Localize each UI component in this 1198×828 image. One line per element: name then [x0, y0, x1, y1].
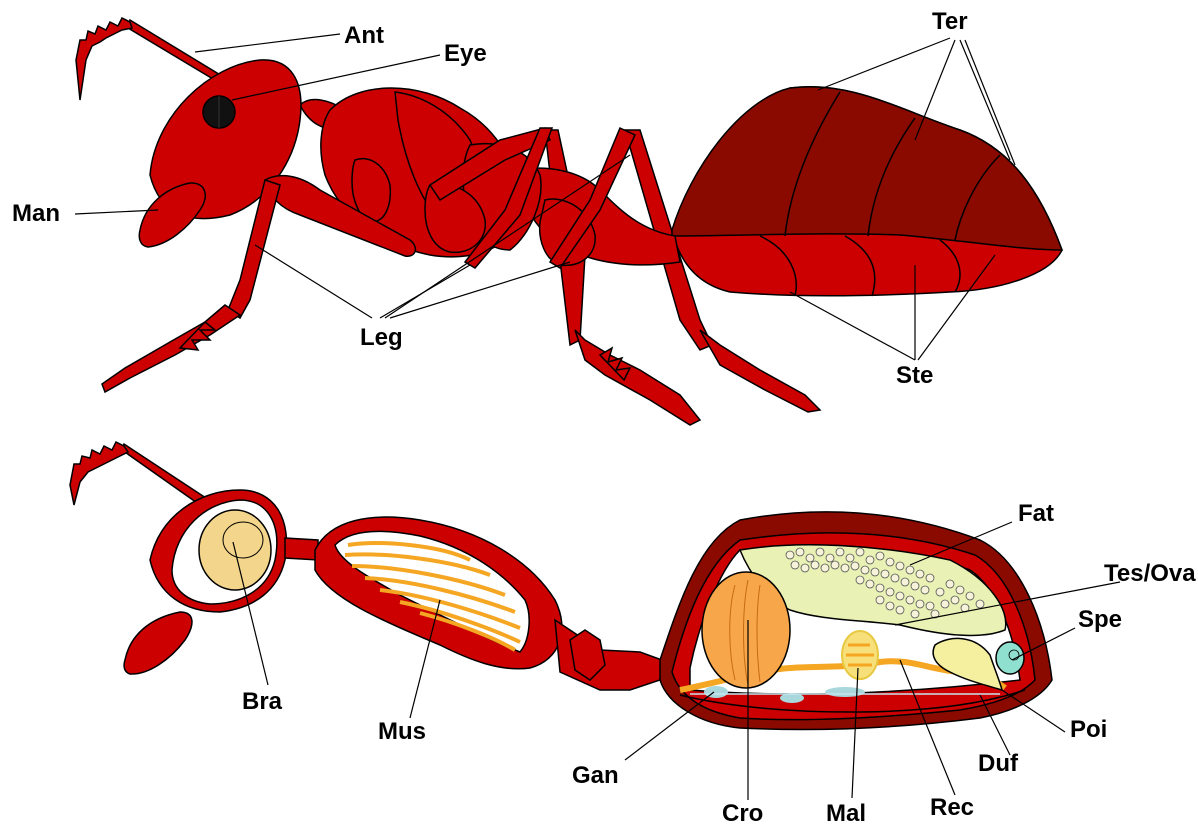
- label-sternite: Ste: [896, 364, 933, 388]
- malpighian-tubules: [842, 631, 878, 679]
- head-internal: [124, 490, 286, 674]
- head-top: [139, 60, 301, 247]
- petiole: [555, 620, 662, 690]
- gaster-internal: [660, 512, 1052, 730]
- label-spermatheca: Spe: [1078, 608, 1122, 632]
- mesosoma-internal: [315, 517, 562, 669]
- label-muscle: Mus: [378, 720, 426, 744]
- label-malpighian: Mal: [826, 802, 866, 826]
- label-fat: Fat: [1018, 502, 1054, 526]
- internal-ant: [70, 442, 1052, 730]
- label-ganglion: Gan: [572, 764, 619, 788]
- label-poison-gland: Poi: [1070, 718, 1107, 742]
- label-rectum: Rec: [930, 796, 974, 820]
- label-testes-ovaries: Tes/Ova: [1104, 562, 1196, 586]
- label-mandible: Man: [12, 202, 60, 226]
- label-crop: Cro: [722, 802, 763, 826]
- label-antenna: Ant: [344, 24, 384, 48]
- label-leg: Leg: [360, 326, 403, 350]
- label-dufour-gland: Duf: [978, 752, 1018, 776]
- label-tergite: Ter: [932, 10, 968, 34]
- gaster: [672, 87, 1062, 296]
- antenna-bottom: [70, 442, 206, 505]
- label-eye: Eye: [444, 42, 487, 66]
- label-brain: Bra: [242, 690, 282, 714]
